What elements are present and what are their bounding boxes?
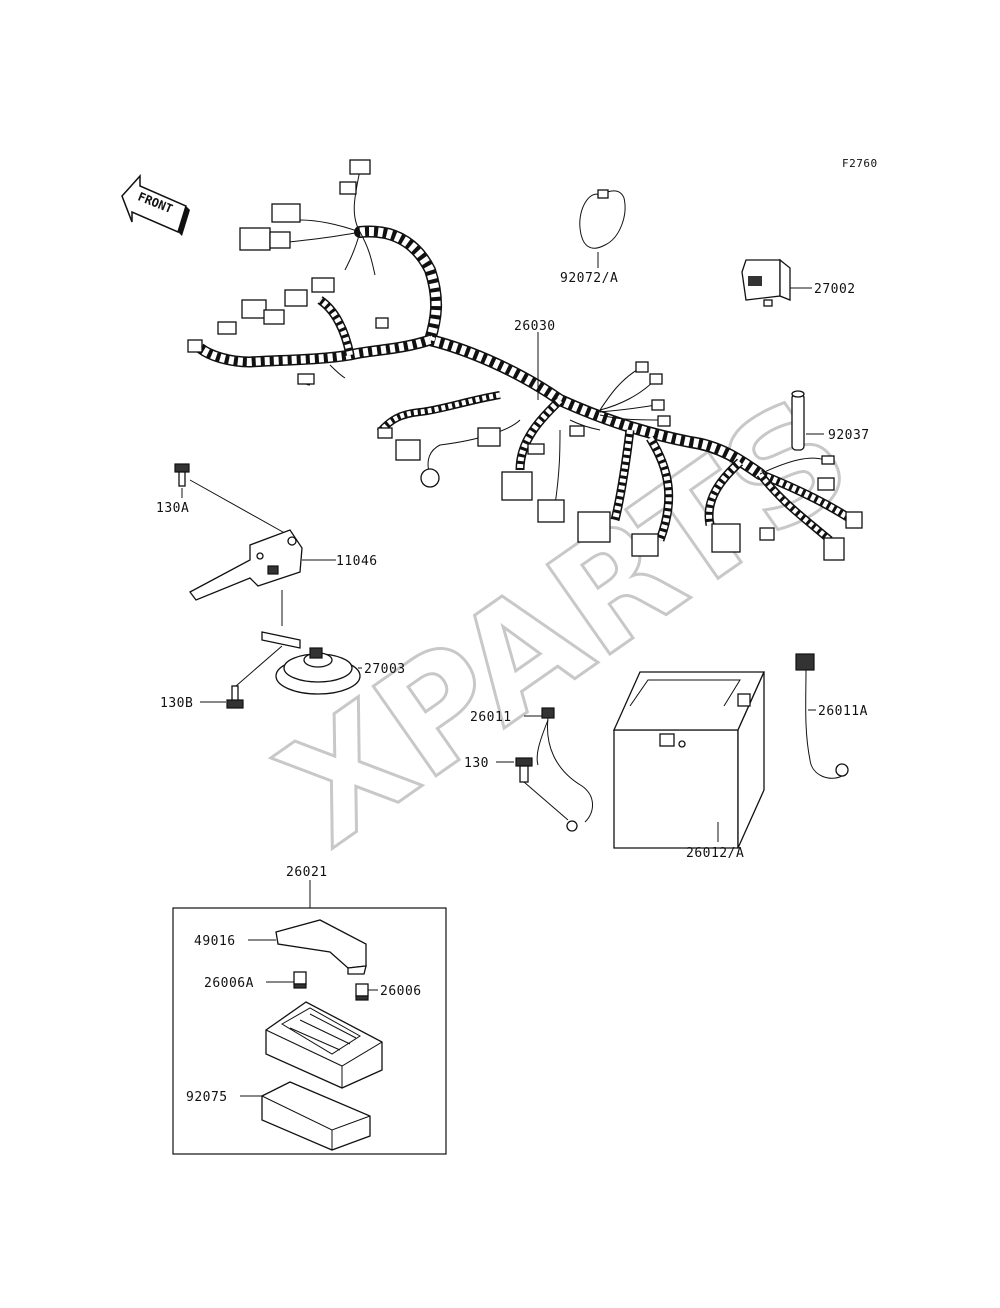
clamp-band-92072 bbox=[579, 189, 626, 249]
callout-11046: 11046 bbox=[336, 554, 378, 569]
bolt-130a bbox=[174, 463, 190, 487]
callout-26011: 26011 bbox=[470, 710, 512, 725]
battery-cable-26011a bbox=[795, 653, 849, 779]
callout-130a: 130A bbox=[156, 501, 189, 516]
leader-130a-to-bracket bbox=[189, 479, 291, 537]
bolt-130 bbox=[515, 757, 569, 821]
callout-27003: 27003 bbox=[364, 662, 406, 677]
sleeve-92037 bbox=[791, 390, 805, 451]
main-wiring-harness bbox=[187, 159, 863, 561]
relay-27002 bbox=[741, 258, 791, 307]
callout-26021: 26021 bbox=[286, 865, 328, 880]
callout-92037: 92037 bbox=[828, 428, 870, 443]
callout-92075: 92075 bbox=[186, 1090, 228, 1105]
leader-lines bbox=[181, 252, 824, 1097]
callout-26012-a: 26012/A bbox=[686, 846, 744, 861]
figure-code: F2760 bbox=[842, 157, 878, 170]
callout-49016: 49016 bbox=[194, 934, 236, 949]
cover-49016 bbox=[275, 919, 367, 975]
callout-92072-a: 92072/A bbox=[560, 271, 618, 286]
callout-26030: 26030 bbox=[514, 319, 556, 334]
callout-130: 130 bbox=[464, 756, 489, 771]
horn-27003 bbox=[261, 631, 361, 695]
battery-cable-26011 bbox=[536, 707, 593, 832]
fuse-26006 bbox=[355, 983, 369, 1001]
fuse-26006a bbox=[293, 971, 307, 989]
watermark-text: XPARTS bbox=[251, 366, 881, 880]
battery-26012 bbox=[612, 671, 766, 849]
junction-box bbox=[265, 1001, 383, 1089]
callout-27002: 27002 bbox=[814, 282, 856, 297]
callout-26006: 26006 bbox=[380, 984, 422, 999]
case-92075 bbox=[261, 1081, 371, 1151]
callout-26011a: 26011A bbox=[818, 704, 868, 719]
callout-26006a: 26006A bbox=[204, 976, 254, 991]
callout-130b: 130B bbox=[160, 696, 193, 711]
front-arrow-icon: FRONT bbox=[121, 174, 190, 236]
watermark: XPARTS bbox=[249, 364, 882, 881]
bolt-130b bbox=[226, 645, 283, 709]
bracket-11046 bbox=[189, 529, 303, 601]
